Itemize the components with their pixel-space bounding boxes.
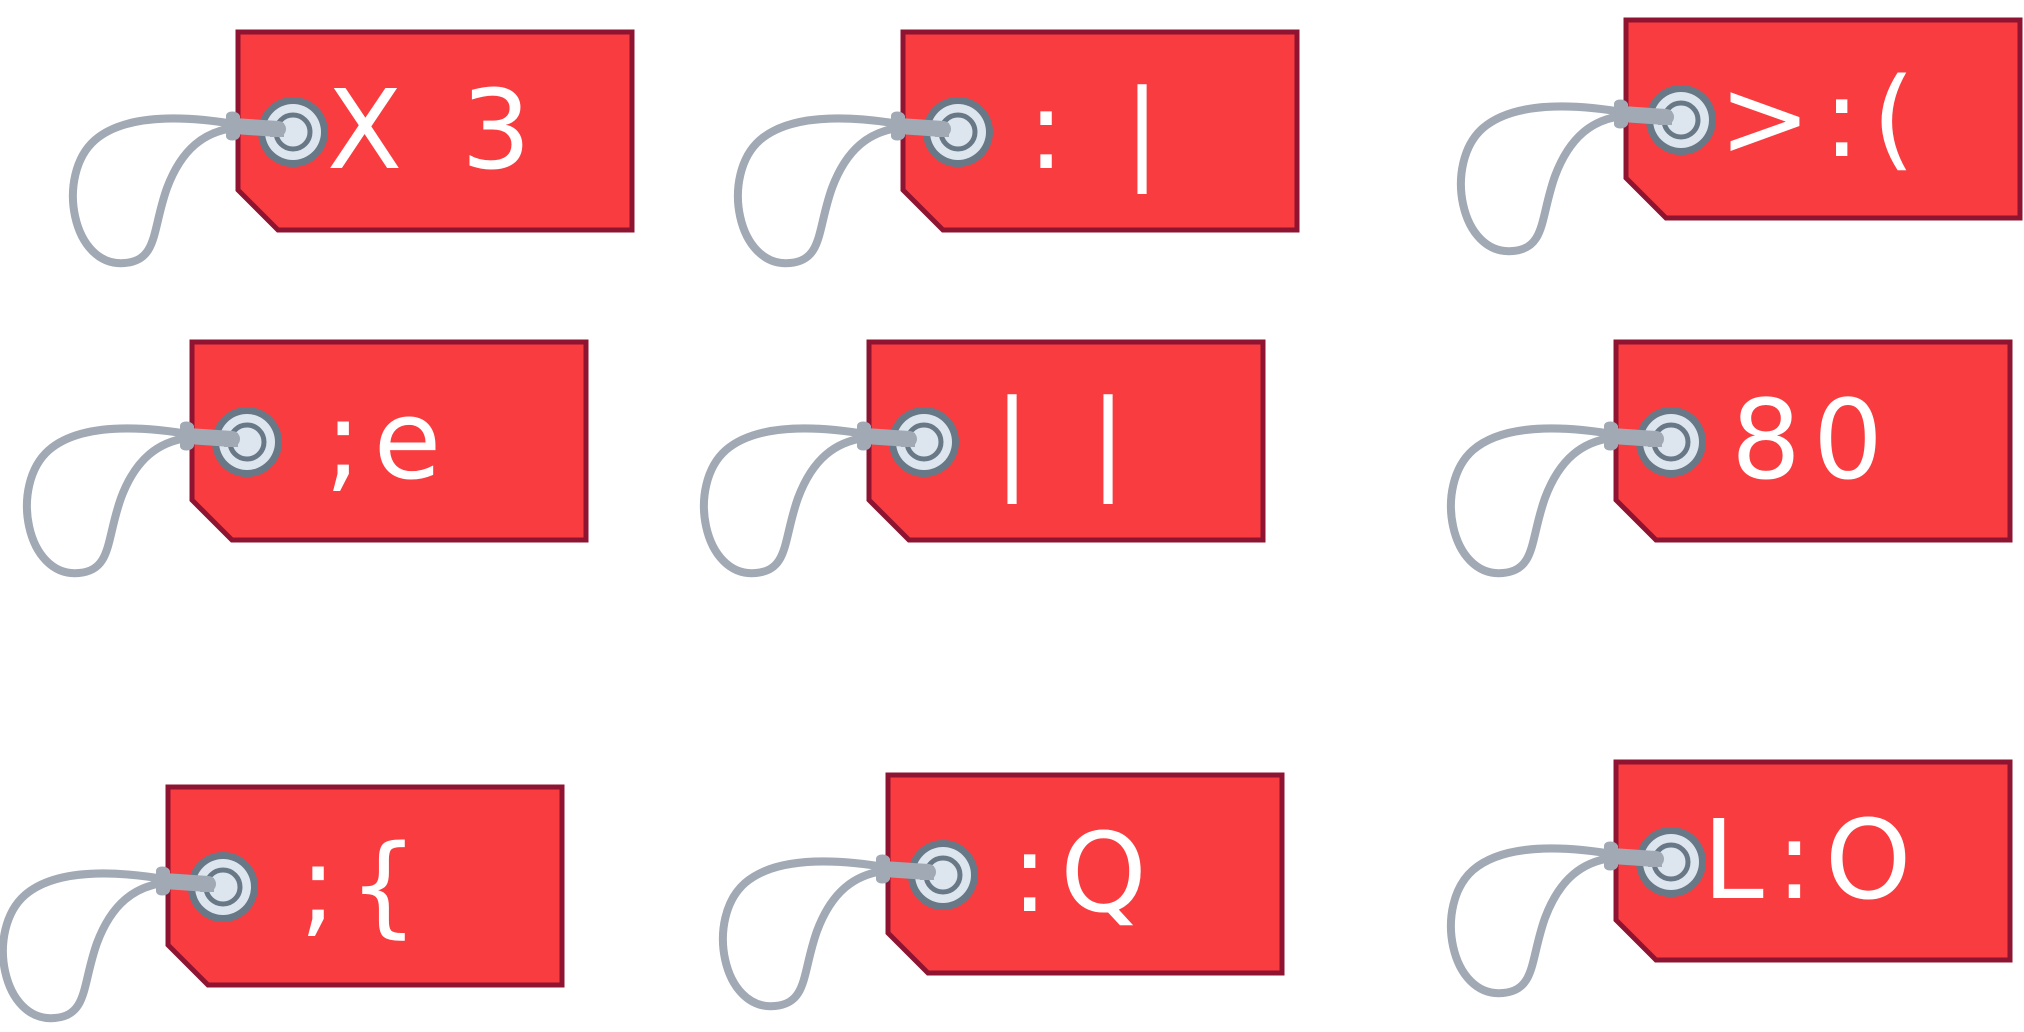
tag-body [189,339,589,543]
tag-label: ;{ [299,821,431,949]
grommet-core [213,877,233,897]
tag-body [165,784,565,988]
tag-shape [1447,759,2013,998]
tag-label: >:( [1718,54,1928,182]
tag-shape [719,772,1285,1011]
tag-body [1613,339,2013,543]
string-loop [0,869,174,1023]
tag-shape [23,339,589,578]
tag-body [1623,17,2023,221]
price-tag: 80 [1378,310,2018,578]
string-loop [1457,102,1632,256]
string-loop [734,114,909,268]
string-loop [1447,844,1622,998]
tag-label: 80 [1731,376,1895,504]
tag-shape [1447,339,2013,578]
price-tag: >:( [1388,0,2024,256]
price-tag: X 3 [0,0,640,268]
string-loop [1447,424,1622,578]
grommet-core [1661,432,1681,452]
string-loop [700,424,875,578]
price-tag: L:O [1378,730,2018,998]
string-thread-end [935,121,949,137]
tag-shape [1457,17,2023,256]
tag-label: | | [993,376,1139,504]
tag-body [866,339,1266,543]
price-tag: ;e [0,310,594,578]
string-thread-end [270,121,284,137]
price-tag: :Q [650,743,1290,1011]
tag-body [1613,759,2013,963]
tag-label: : | [1027,66,1173,194]
string-thread-end [901,431,915,447]
tag-label: :Q [1011,809,1159,937]
string-thread-end [1658,109,1672,125]
price-tag: ;{ [0,755,570,1023]
tag-shape [700,339,1266,578]
string-loop [719,857,894,1011]
tag-label: L:O [1702,796,1924,924]
price-tag: | | [631,310,1271,578]
tag-body [235,29,635,233]
tag-body [885,772,1285,976]
tag-shape [734,29,1300,268]
grommet-core [948,122,968,142]
tag-body [900,29,1300,233]
string-thread-end [224,431,238,447]
string-thread-end [1648,431,1662,447]
grommet-core [914,432,934,452]
string-thread-end [200,876,214,892]
grommet-core [1671,110,1691,130]
tag-shape [69,29,635,268]
string-loop [23,424,198,578]
tag-label: ;e [324,376,454,504]
grommet-core [283,122,303,142]
grommet-core [1661,852,1681,872]
string-thread-end [920,864,934,880]
grommet-core [237,432,257,452]
tag-shape [0,784,565,1023]
string-thread-end [1648,851,1662,867]
tag-label: X 3 [326,66,544,194]
price-tag: : | [665,0,1305,268]
string-loop [69,114,244,268]
grommet-core [933,865,953,885]
